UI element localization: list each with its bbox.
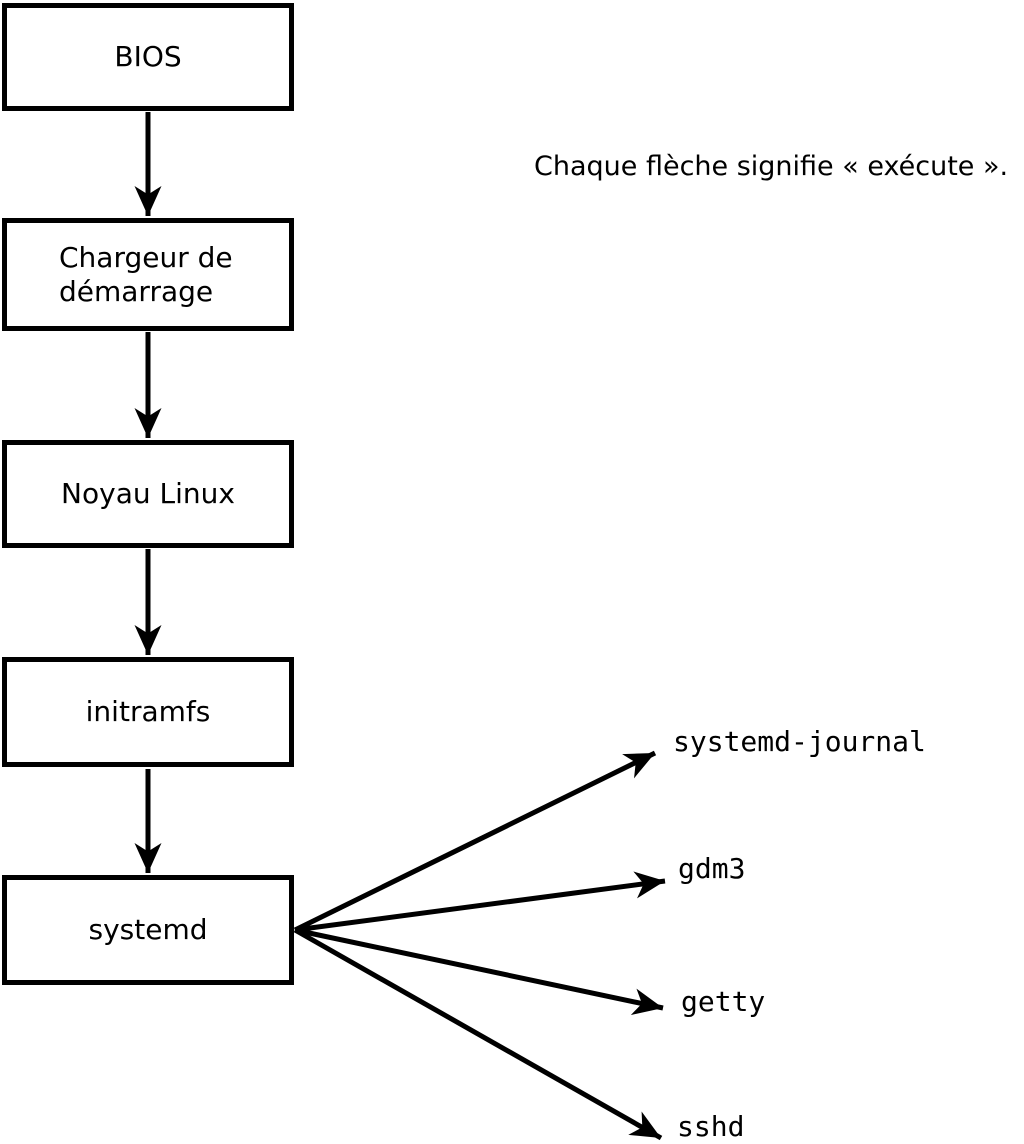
box-systemd: systemd	[2, 875, 294, 985]
process-label-sshd: sshd	[677, 1110, 745, 1143]
box-bios-label: BIOS	[114, 40, 182, 74]
box-initramfs: initramfs	[2, 657, 294, 767]
arrow-systemd-to-sshd	[293, 927, 663, 1141]
diagram-caption: Chaque flèche signifie « exécute ».	[534, 151, 1009, 182]
box-bootloader: Chargeur de démarrage	[2, 218, 294, 331]
box-bios: BIOS	[2, 3, 294, 111]
box-kernel: Noyau Linux	[2, 440, 294, 548]
arrow-systemd-to-gdm3	[294, 871, 666, 933]
box-bootloader-label: Chargeur de démarrage	[59, 241, 233, 308]
process-label-gdm3: gdm3	[678, 852, 746, 885]
box-kernel-label: Noyau Linux	[61, 477, 235, 511]
box-systemd-label: systemd	[88, 913, 208, 947]
box-initramfs-label: initramfs	[85, 695, 211, 729]
process-label-getty: getty	[681, 985, 766, 1018]
process-label-systemd-journal: systemd-journal	[673, 725, 926, 758]
arrow-systemd-to-systemd-journal	[293, 750, 657, 933]
arrow-systemd-to-getty	[294, 927, 664, 1015]
